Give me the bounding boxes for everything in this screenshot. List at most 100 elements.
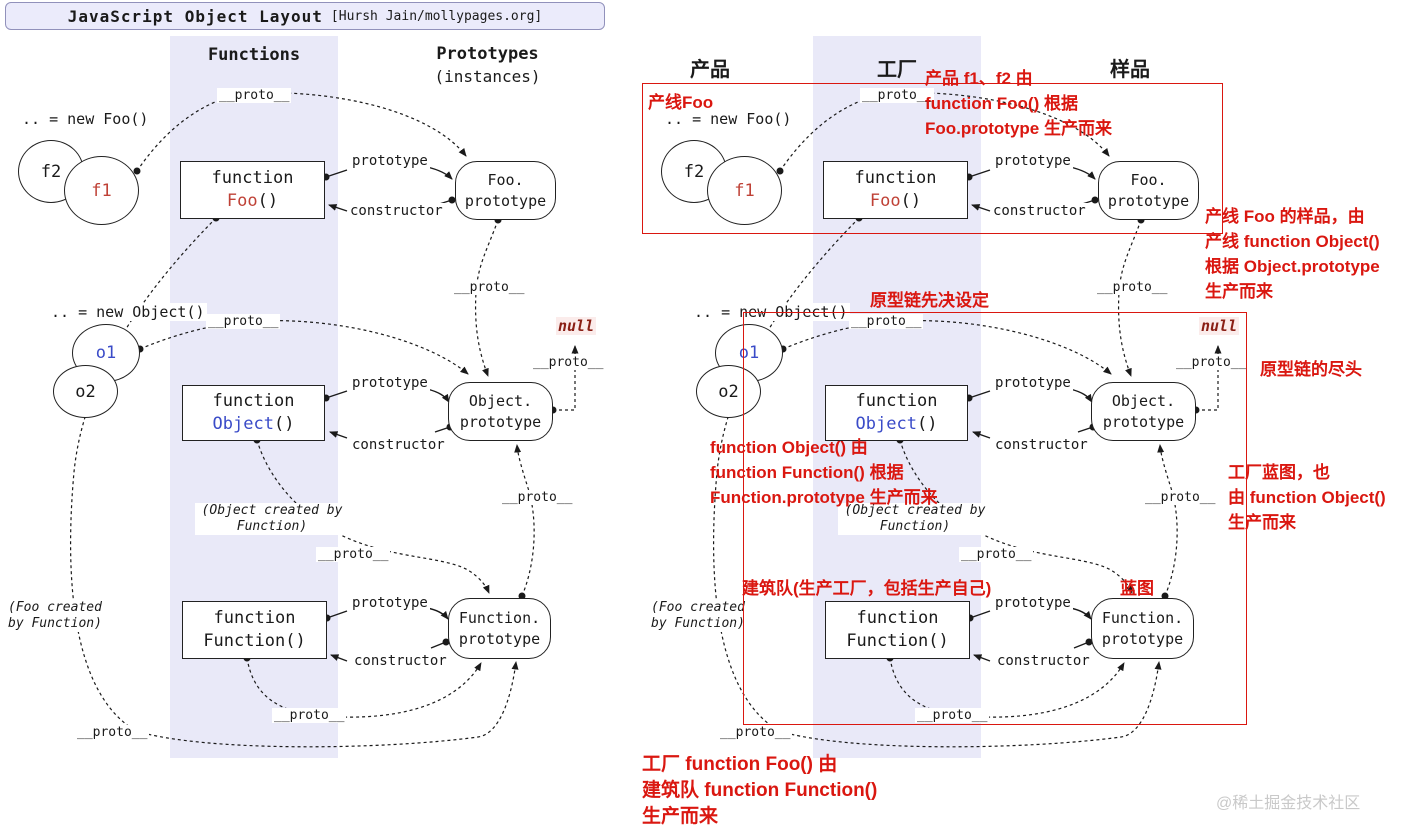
function-self-proto-curve — [246, 657, 482, 718]
constructor-arrow-label: constructor — [352, 653, 449, 669]
annotation-blueprint-note: 工厂蓝图，也 由 function Object() 生产而来 — [1228, 463, 1386, 532]
o2-label: o2 — [718, 381, 739, 402]
proto-label: __proto__ — [531, 355, 606, 370]
proto-label: __proto__ — [1174, 355, 1249, 370]
proto-label: __proto__ — [452, 280, 527, 295]
o1-label: o1 — [95, 343, 117, 363]
f1-instance-circle: f1 — [64, 156, 139, 225]
constructor-arrow-label: constructor — [993, 437, 1090, 453]
column-header-functions: Functions — [207, 45, 301, 65]
o2-label: o2 — [75, 381, 96, 402]
red-highlight-box-factory-area — [743, 312, 1247, 725]
proto-label: __proto__ — [316, 547, 391, 562]
proto-chain-curves — [712, 92, 1222, 748]
annotation-object-note: function Object() 由 function Function() … — [710, 438, 938, 507]
o2-instance-circle: o2 — [53, 365, 118, 418]
foo-created-note: (Foo created by Function) — [6, 600, 104, 632]
foo-proto-long-curve — [69, 217, 519, 748]
foo-name: Foo — [226, 191, 258, 211]
function-object-box: function Object() — [182, 385, 325, 441]
new-foo-label: .. = new Foo() — [20, 110, 151, 128]
proto-label: __proto__ — [959, 547, 1034, 562]
function-keyword: function — [854, 168, 937, 188]
title-credit: [Hursh Jain/mollypages.org] — [330, 8, 543, 24]
objproto-null-curve — [553, 345, 579, 411]
proto-label: __proto__ — [849, 314, 924, 329]
column-header-factory: 工厂 — [877, 59, 917, 81]
proto-label: __proto__ — [718, 725, 793, 740]
prototype-arrow-label: prototype — [350, 153, 430, 169]
red-highlight-box-production-line — [642, 83, 1223, 234]
annotation-blueprint: 蓝图 — [1120, 579, 1154, 598]
constructor-arrow-label: constructor — [995, 653, 1092, 669]
object-name: Object — [855, 414, 917, 434]
prototype-arrow-label: prototype — [993, 375, 1073, 391]
f1-proto-curve — [779, 92, 1110, 172]
prototype-arrow-label: prototype — [993, 153, 1073, 169]
constructor-arrow-label: constructor — [350, 437, 447, 453]
o2-instance-circle: o2 — [696, 365, 761, 418]
f1-proto-curve — [136, 92, 467, 172]
f2-label: f2 — [40, 161, 62, 182]
object-proto-curve — [256, 439, 490, 594]
title-bar: JavaScript Object Layout [Hursh Jain/mol… — [5, 2, 605, 30]
foo-created-note: (Foo created by Function) — [649, 600, 747, 632]
foo-proto-long-curve — [712, 217, 1162, 748]
diagram-panel-right: f2 f1 o1 o2 function Foo() function Obje… — [642, 0, 1386, 832]
function-foo-box: function Foo() — [180, 161, 325, 219]
object-proto-curve — [899, 439, 1133, 594]
fooproto-proto-curve — [1118, 219, 1142, 377]
column-header-samples: 样品 — [1110, 59, 1150, 81]
function-function-box: function Function() — [182, 601, 327, 659]
o1-proto-curve — [139, 319, 469, 375]
object-created-note: (Object created by Function) — [838, 503, 992, 535]
null-label: null — [1199, 317, 1240, 335]
proto-label: __proto__ — [1143, 490, 1218, 505]
object-prototype-node: Object. prototype — [1091, 382, 1196, 441]
function-keyword: function — [213, 608, 296, 628]
null-label: null — [556, 317, 597, 335]
proto-label: __proto__ — [915, 708, 990, 723]
f1-instance-circle: f1 — [707, 156, 782, 225]
column-header-products: 产品 — [690, 59, 730, 81]
prototype-arrow-label: prototype — [350, 595, 430, 611]
proto-chain-curves — [69, 92, 579, 748]
annotation-sample-note: 产线 Foo 的样品，由 产线 function Object() 根据 Obj… — [1205, 207, 1380, 301]
foo-prototype-node: Foo. prototype — [455, 161, 556, 220]
function-name: Function — [203, 631, 286, 651]
f1-label: f1 — [734, 180, 755, 201]
function-keyword: function — [211, 168, 294, 188]
proto-label: __proto__ — [206, 314, 281, 329]
f2-label: f2 — [683, 161, 705, 182]
annotation-chain-preset: 原型链先决设定 — [870, 291, 989, 310]
connector-curves — [712, 92, 1222, 748]
annotation-line-foo: 产线Foo — [648, 93, 714, 112]
funcproto-objproto-curve — [1157, 444, 1178, 597]
f1-label: f1 — [91, 180, 112, 201]
function-function-box: function Function() — [825, 601, 970, 659]
object-name: Object — [212, 414, 274, 434]
function-keyword: function — [855, 391, 938, 411]
page-title: JavaScript Object Layout — [67, 6, 323, 26]
proto-label: __proto__ — [75, 725, 150, 740]
proto-label: __proto__ — [500, 490, 575, 505]
constructor-arrow-label: constructor — [348, 203, 445, 219]
function-foo-box: function Foo() — [823, 161, 968, 219]
watermark: @稀土掘金技术社区 — [1216, 795, 1361, 812]
function-keyword: function — [212, 391, 295, 411]
proto-label: __proto__ — [217, 88, 292, 103]
diagram-panel-left: f2 f1 o1 o2 function Foo() function Obje… — [0, 0, 625, 832]
prototype-arrow-label: prototype — [350, 375, 430, 391]
object-created-note: (Object created by Function) — [195, 503, 349, 535]
object-prototype-node: Object. prototype — [448, 382, 553, 441]
column-header-prototypes: Prototypes — [436, 44, 539, 64]
function-object-box: function Object() — [825, 385, 968, 441]
function-prototype-node: Function. prototype — [1091, 598, 1194, 659]
proto-label: __proto__ — [1095, 280, 1170, 295]
foo-prototype-node: Foo. prototype — [1098, 161, 1199, 220]
foo-name: Foo — [869, 191, 901, 211]
annotation-product-note: 产品 f1、f2 由 function Foo() 根据 Foo.prototy… — [925, 69, 1112, 138]
proto-label: __proto__ — [272, 708, 347, 723]
constructor-arrow-label: constructor — [991, 203, 1088, 219]
function-keyword: function — [856, 608, 939, 628]
